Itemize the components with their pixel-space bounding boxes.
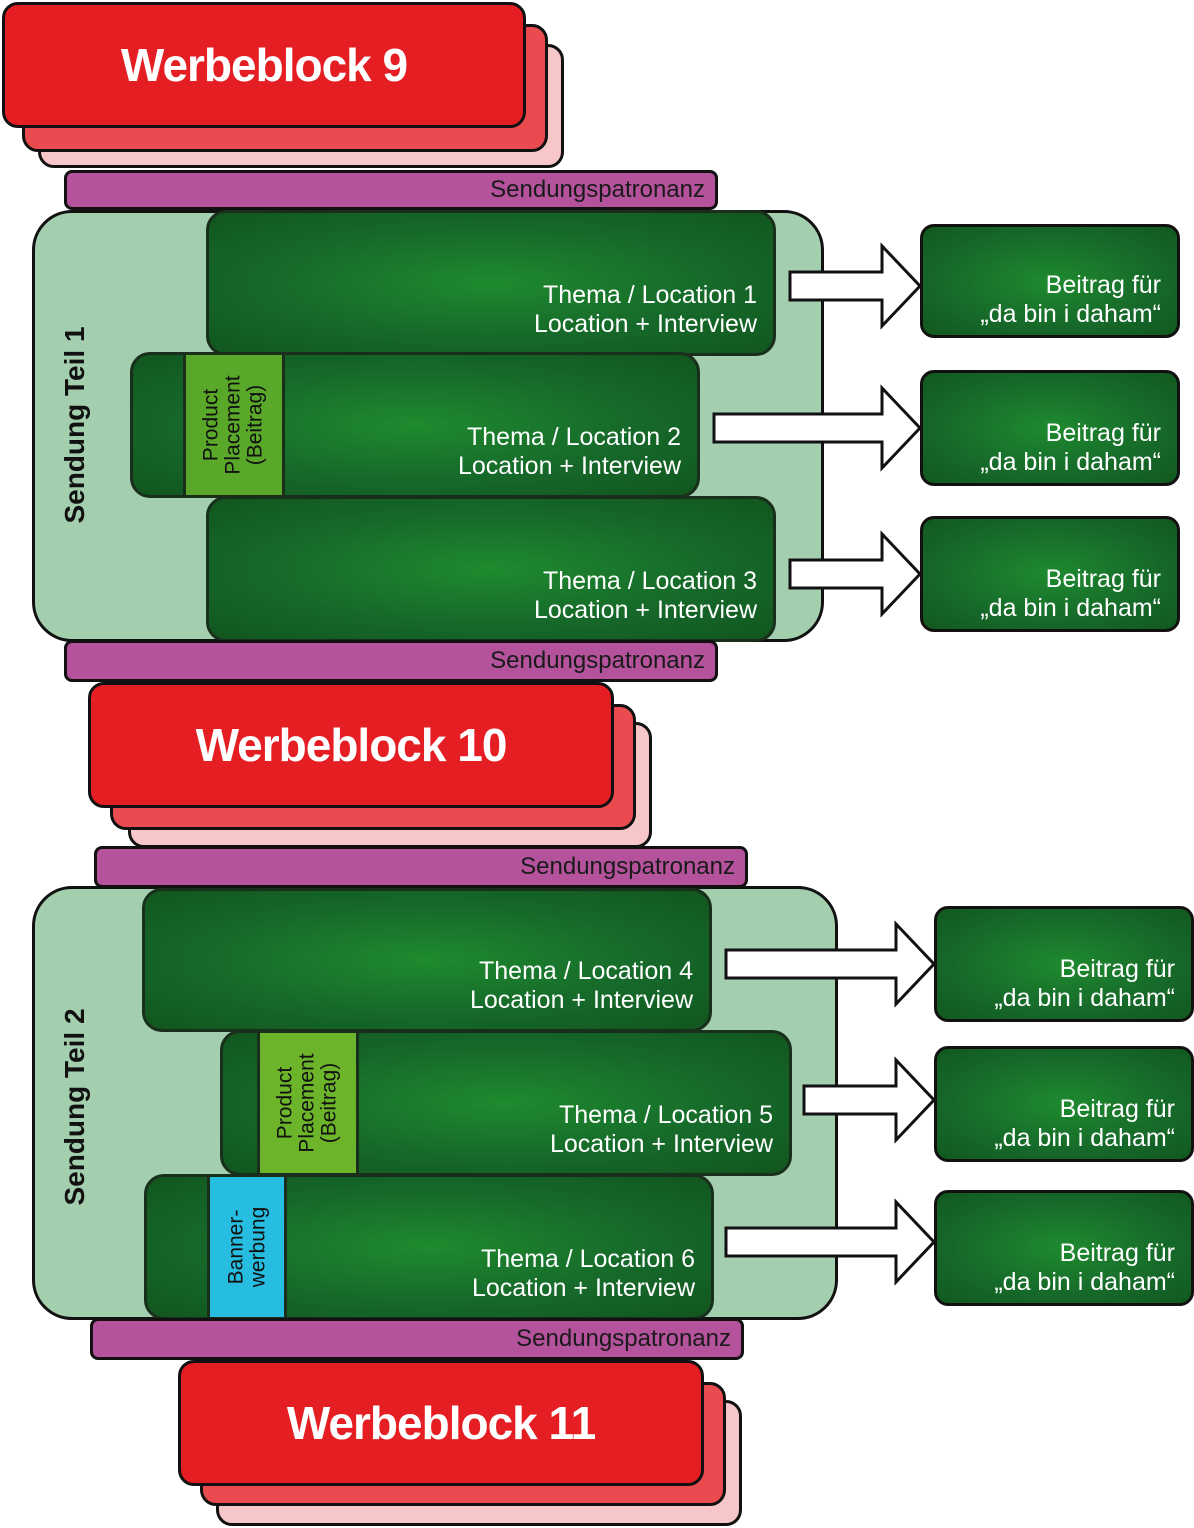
- sponsorship-bar-2: Sendungspatronanz: [64, 640, 718, 682]
- arrow-icon: [788, 530, 923, 618]
- segment-location-5: Product Placement (Beitrag) Thema / Loca…: [220, 1030, 792, 1176]
- segment-subtitle: Location + Interview: [471, 1274, 695, 1302]
- sponsorship-bar-3: Sendungspatronanz: [94, 846, 748, 888]
- output-line1: Beitrag für: [1045, 565, 1161, 593]
- segment-subtitle: Location + Interview: [533, 596, 757, 624]
- banner-label: Banner- werbung: [224, 1206, 269, 1288]
- segment-title: Thema / Location 2: [466, 423, 681, 451]
- output-box-4: Beitrag für„da bin i daham“: [934, 906, 1194, 1022]
- output-line1: Beitrag für: [1045, 271, 1161, 299]
- output-box-3: Beitrag für„da bin i daham“: [920, 516, 1180, 632]
- arrow-icon: [802, 1056, 937, 1144]
- output-line2: „da bin i daham“: [980, 448, 1161, 476]
- werbeblock-9: Werbeblock 9: [2, 2, 526, 128]
- arrow-icon: [724, 920, 937, 1008]
- product-placement-tag: Product Placement (Beitrag): [257, 1033, 359, 1173]
- segment-title: Thema / Location 3: [542, 567, 757, 595]
- sendung-teil-2-label: Sendung Teil 2: [59, 1008, 90, 1206]
- sponsorship-label: Sendungspatronanz: [520, 853, 735, 880]
- output-box-5: Beitrag für„da bin i daham“: [934, 1046, 1194, 1162]
- segment-location-2: Product Placement (Beitrag) Thema / Loca…: [130, 352, 700, 498]
- product-placement-tag: Product Placement (Beitrag): [183, 355, 285, 495]
- output-line2: „da bin i daham“: [980, 594, 1161, 622]
- sponsorship-label: Sendungspatronanz: [490, 647, 705, 674]
- segment-subtitle: Location + Interview: [469, 986, 693, 1014]
- segment-title: Thema / Location 6: [480, 1245, 695, 1273]
- output-box-1: Beitrag für„da bin i daham“: [920, 224, 1180, 338]
- output-line1: Beitrag für: [1045, 419, 1161, 447]
- werbeblock-11: Werbeblock 11: [178, 1360, 704, 1486]
- output-box-6: Beitrag für„da bin i daham“: [934, 1190, 1194, 1306]
- sponsorship-label: Sendungspatronanz: [490, 176, 705, 203]
- sponsorship-bar-4: Sendungspatronanz: [90, 1318, 744, 1360]
- segment-subtitle: Location + Interview: [533, 310, 757, 338]
- banner-tag: Banner- werbung: [207, 1177, 287, 1317]
- sponsorship-label: Sendungspatronanz: [516, 1325, 731, 1352]
- segment-title: Thema / Location 4: [478, 957, 693, 985]
- output-line1: Beitrag für: [1059, 1239, 1175, 1267]
- output-line1: Beitrag für: [1059, 955, 1175, 983]
- sponsorship-bar-1: Sendungspatronanz: [64, 170, 718, 210]
- product-placement-label: Product Placement (Beitrag): [274, 1053, 341, 1153]
- output-line2: „da bin i daham“: [980, 300, 1161, 328]
- werbeblock-10-label: Werbeblock 10: [195, 719, 508, 771]
- segment-title: Thema / Location 1: [542, 281, 757, 309]
- output-line2: „da bin i daham“: [994, 1268, 1175, 1296]
- segment-subtitle: Location + Interview: [457, 452, 681, 480]
- segment-title: Thema / Location 5: [558, 1101, 773, 1129]
- output-line2: „da bin i daham“: [994, 984, 1175, 1012]
- arrow-icon: [788, 242, 923, 330]
- arrow-icon: [724, 1198, 937, 1286]
- output-box-2: Beitrag für„da bin i daham“: [920, 370, 1180, 486]
- output-line1: Beitrag für: [1059, 1095, 1175, 1123]
- werbeblock-9-label: Werbeblock 9: [120, 39, 408, 91]
- werbeblock-10: Werbeblock 10: [88, 682, 614, 808]
- segment-subtitle: Location + Interview: [549, 1130, 773, 1158]
- werbeblock-11-label: Werbeblock 11: [286, 1397, 596, 1449]
- product-placement-label: Product Placement (Beitrag): [200, 375, 267, 475]
- sendung-teil-1-label: Sendung Teil 1: [59, 326, 90, 524]
- output-line2: „da bin i daham“: [994, 1124, 1175, 1152]
- arrow-icon: [712, 384, 923, 472]
